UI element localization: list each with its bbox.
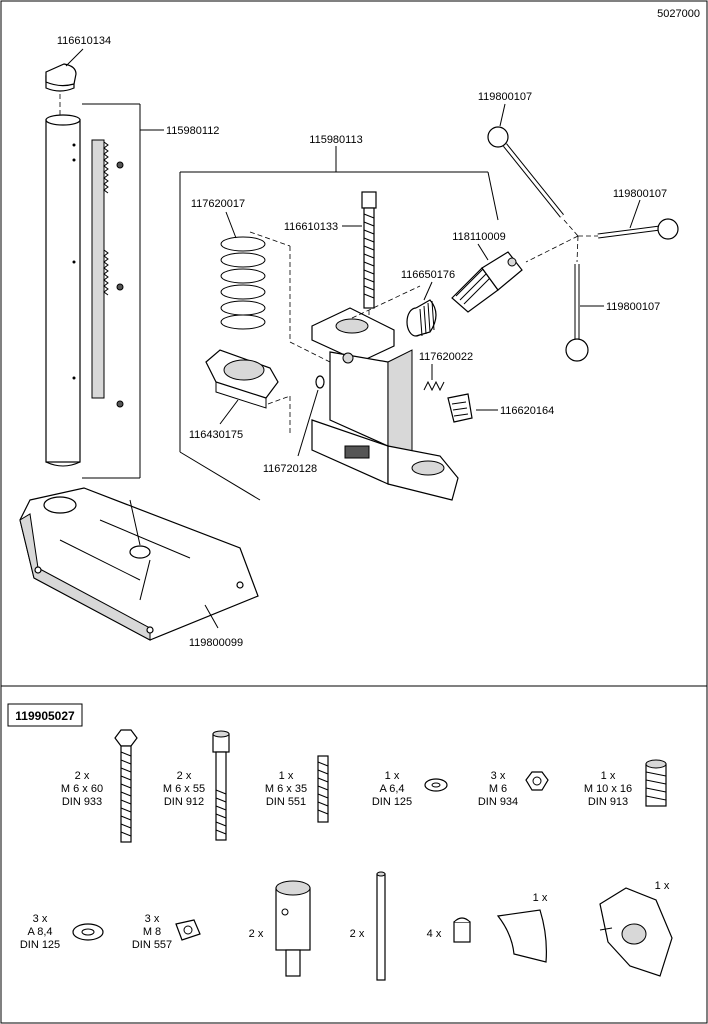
threaded-sleeve-icon bbox=[645, 759, 667, 807]
spring-part bbox=[220, 236, 266, 330]
lever-2-part bbox=[597, 218, 679, 240]
callout-lever-3: 119800107 bbox=[606, 301, 660, 313]
spacer-sleeve-icon bbox=[275, 880, 311, 977]
callout-base: 119800099 bbox=[189, 637, 243, 649]
kit7-std: DIN 125 bbox=[20, 939, 60, 951]
column-part bbox=[45, 114, 81, 467]
callout-pinion-shaft: 118110009 bbox=[452, 231, 505, 243]
kit4-size: A 6,4 bbox=[379, 783, 404, 795]
catch-part bbox=[447, 393, 473, 423]
kit2-qty: 2 x bbox=[177, 770, 192, 782]
kit5-std: DIN 934 bbox=[478, 796, 518, 808]
kit4-std: DIN 125 bbox=[372, 796, 412, 808]
rack-rod-part bbox=[361, 191, 377, 309]
hex-nut-icon bbox=[525, 771, 549, 791]
rack-screws bbox=[116, 161, 124, 408]
kit-number: 119905027 bbox=[15, 709, 75, 723]
callout-clamp: 116430175 bbox=[189, 429, 243, 441]
kit4-qty: 1 x bbox=[385, 770, 400, 782]
kit8-qty: 3 x bbox=[145, 913, 160, 925]
callout-column: 115980112 bbox=[166, 125, 219, 137]
callout-catch: 116620164 bbox=[500, 405, 554, 417]
kit6-size: M 10 x 16 bbox=[584, 783, 632, 795]
lever-1-part bbox=[487, 126, 564, 218]
small-spring-part bbox=[423, 380, 445, 392]
callout-spring: 117620017 bbox=[191, 198, 245, 210]
hex-bolt-icon bbox=[114, 729, 138, 843]
large-washer-icon bbox=[72, 923, 104, 941]
callout-clamp-set: 115980113 bbox=[309, 134, 362, 146]
kit8-size: M 8 bbox=[143, 926, 161, 938]
kit8-std: DIN 557 bbox=[132, 939, 172, 951]
pinion-shaft-part bbox=[451, 251, 523, 313]
socket-screw-icon bbox=[212, 730, 230, 841]
kit2-size: M 6 x 55 bbox=[163, 783, 205, 795]
kit3-qty: 1 x bbox=[279, 770, 294, 782]
callout-small-spring: 117620022 bbox=[419, 351, 473, 363]
kit2-std: DIN 912 bbox=[164, 796, 204, 808]
shim-icon bbox=[496, 909, 547, 963]
kit-frame bbox=[0, 685, 708, 1024]
callout-collar: 116650176 bbox=[401, 269, 455, 281]
kit5-qty: 3 x bbox=[491, 770, 506, 782]
pin-icon bbox=[376, 871, 386, 981]
rack-part bbox=[91, 139, 109, 399]
small-ring-part bbox=[315, 375, 325, 389]
housing-part bbox=[311, 307, 459, 501]
kit1-qty: 2 x bbox=[75, 770, 90, 782]
kit7-qty: 3 x bbox=[33, 913, 48, 925]
base-plate bbox=[19, 487, 259, 641]
cap-part bbox=[45, 63, 77, 92]
set-screw-icon bbox=[317, 755, 329, 823]
square-nut-icon bbox=[175, 919, 201, 941]
kit5-size: M 6 bbox=[489, 783, 507, 795]
kit3-size: M 6 x 35 bbox=[265, 783, 307, 795]
lever-3-part bbox=[565, 264, 589, 362]
callout-lever-2: 119800107 bbox=[613, 188, 667, 200]
kit1-size: M 6 x 60 bbox=[61, 783, 103, 795]
kit-number-box bbox=[7, 703, 83, 727]
cap-plug-icon bbox=[453, 917, 471, 943]
callout-ring: 116720128 bbox=[263, 463, 317, 475]
callout-rack-rod: 116610133 bbox=[284, 221, 338, 233]
kit10-qty: 2 x bbox=[350, 928, 365, 940]
kit6-std: DIN 913 bbox=[588, 796, 628, 808]
clamp-ring-part bbox=[205, 349, 279, 409]
knob-icon bbox=[599, 887, 673, 977]
kit1-std: DIN 933 bbox=[62, 796, 102, 808]
kit3-std: DIN 551 bbox=[266, 796, 306, 808]
kit7-size: A 8,4 bbox=[27, 926, 52, 938]
kit12-qty: 1 x bbox=[533, 892, 548, 904]
kit9-qty: 2 x bbox=[249, 928, 264, 940]
kit6-qty: 1 x bbox=[601, 770, 616, 782]
callout-lever-1: 119800107 bbox=[478, 91, 532, 103]
washer-icon bbox=[424, 778, 448, 792]
collar-part bbox=[406, 299, 437, 337]
kit11-qty: 4 x bbox=[427, 928, 442, 940]
document-number: 5027000 bbox=[657, 8, 700, 20]
kit13-qty: 1 x bbox=[655, 880, 670, 892]
callout-cap: 116610134 bbox=[57, 35, 111, 47]
